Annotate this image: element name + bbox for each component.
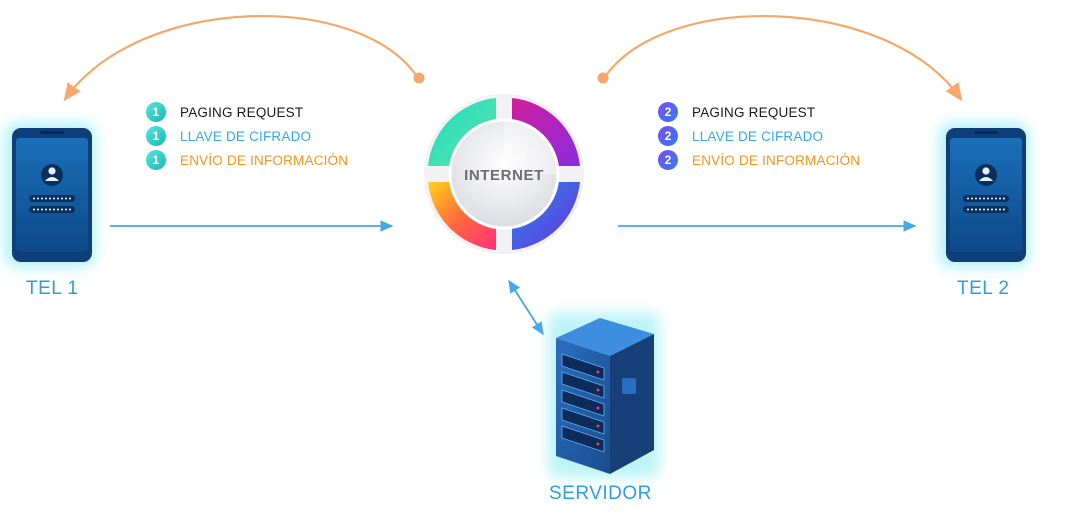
legend-label: LLAVE DE CIFRADO (692, 128, 824, 144)
server-rack-icon (548, 312, 660, 478)
legend-item-envio-de-informacion: 2 ENVÍO DE INFORMACIÓN (658, 148, 898, 172)
legend-label: ENVÍO DE INFORMACIÓN (180, 152, 349, 168)
tel1-label: TEL 1 (26, 278, 79, 299)
legend-label: PAGING REQUEST (692, 104, 816, 120)
internet-globe-icon (424, 94, 584, 254)
legend-label: ENVÍO DE INFORMACIÓN (692, 152, 861, 168)
phone-tel1-icon (4, 122, 96, 268)
step-1-badge: 1 (146, 126, 166, 146)
legend-item-llave-de-cifrado: 1 LLAVE DE CIFRADO (146, 124, 386, 148)
legend-tel2: 2 PAGING REQUEST 2 LLAVE DE CIFRADO 2 EN… (658, 100, 898, 172)
arc-internet-to-tel1 (63, 15, 425, 102)
legend-item-envio-de-informacion: 1 ENVÍO DE INFORMACIÓN (146, 148, 386, 172)
phone-tel2-icon (938, 122, 1030, 268)
step-1-badge: 1 (146, 102, 166, 122)
arrow-internet-server (508, 279, 544, 336)
tel2-label: TEL 2 (957, 278, 1010, 299)
servidor-label: SERVIDOR (549, 483, 652, 504)
legend-label: PAGING REQUEST (180, 104, 304, 120)
arc-internet-to-tel2 (597, 15, 963, 102)
legend-item-llave-de-cifrado: 2 LLAVE DE CIFRADO (658, 124, 898, 148)
step-1-badge: 1 (146, 150, 166, 170)
step-2-badge: 2 (658, 126, 678, 146)
legend-tel1: 1 PAGING REQUEST 1 LLAVE DE CIFRADO 1 EN… (146, 100, 386, 172)
internet-label: INTERNET (464, 167, 544, 184)
legend-item-paging-request: 2 PAGING REQUEST (658, 100, 898, 124)
legend-label: LLAVE DE CIFRADO (180, 128, 312, 144)
legend-item-paging-request: 1 PAGING REQUEST (146, 100, 386, 124)
step-2-badge: 2 (658, 150, 678, 170)
step-2-badge: 2 (658, 102, 678, 122)
